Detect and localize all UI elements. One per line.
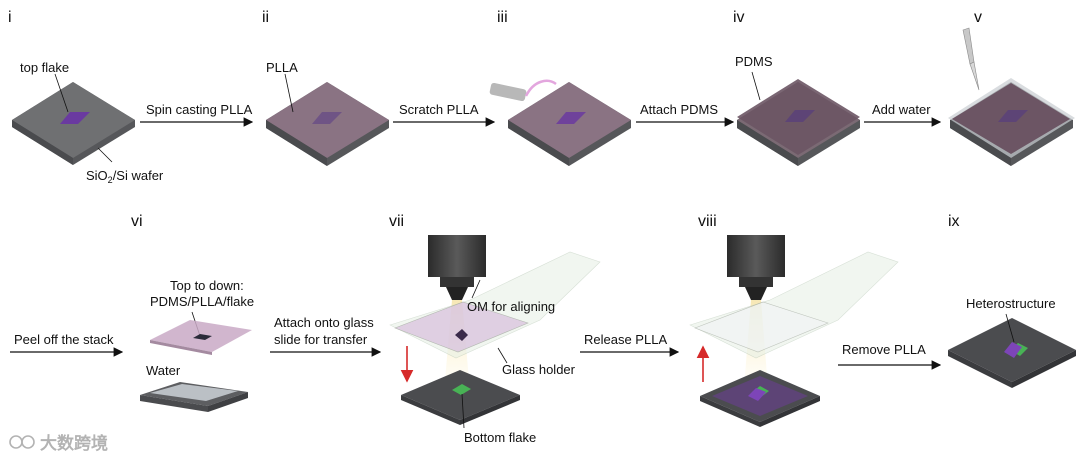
label-glass-holder: Glass holder	[502, 362, 576, 377]
scratch-tool	[489, 79, 557, 102]
wafer-step-ix	[948, 318, 1076, 388]
wafer-step-ii	[266, 82, 389, 166]
objective-lens-viii	[727, 235, 785, 300]
step-numeral-v: v	[974, 9, 982, 26]
label-pdms: PDMS	[735, 54, 773, 69]
step-numeral-iii: iii	[497, 9, 508, 26]
wafer-step-v	[948, 78, 1075, 166]
watermark: 大数跨境	[9, 433, 108, 454]
bottom-wafer-vii	[401, 370, 520, 425]
arrow-label-spin: Spin casting PLLA	[146, 102, 253, 117]
step-numeral-vi: vi	[131, 213, 143, 230]
label-water: Water	[146, 363, 181, 378]
step-numeral-ii: ii	[262, 9, 269, 26]
peeled-stack	[150, 320, 252, 355]
watermark-text: 大数跨境	[40, 433, 108, 454]
step-numeral-ix: ix	[948, 213, 960, 230]
objective-lens-vii	[428, 235, 486, 300]
top-flake-shape	[60, 112, 90, 124]
label-stack-line2: PDMS/PLLA/flake	[150, 294, 254, 309]
watermark-logo-icon	[9, 435, 23, 449]
label-om: OM for aligning	[467, 299, 555, 314]
arrow-label-scratch: Scratch PLLA	[399, 102, 479, 117]
label-heterostructure: Heterostructure	[966, 296, 1056, 311]
arrow-label-remove: Remove PLLA	[842, 342, 926, 357]
label-bottom-flake: Bottom flake	[464, 430, 536, 445]
pipette-icon	[962, 27, 980, 91]
label-wafer: SiO2/Si wafer	[86, 168, 164, 185]
arrow-label-attach-pdms: Attach PDMS	[640, 102, 718, 117]
arrow-label-peel: Peel off the stack	[14, 332, 114, 347]
label-top-flake: top flake	[20, 60, 69, 75]
label-stack-line1: Top to down:	[170, 278, 244, 293]
arrow-label-attach-glass-1: Attach onto glass	[274, 315, 374, 330]
step-numeral-viii: viii	[698, 213, 717, 230]
step-numeral-vii: vii	[389, 213, 404, 230]
wafer-with-water	[140, 382, 248, 412]
glass-holder-viii	[689, 251, 899, 359]
arrow-label-release: Release PLLA	[584, 332, 667, 347]
wafer-step-iii	[508, 82, 631, 166]
wafer-step-iv	[737, 79, 860, 166]
bottom-wafer-viii	[700, 370, 820, 427]
glass-holder-vii	[389, 251, 601, 359]
wafer-step-i	[12, 82, 135, 165]
arrow-label-add-water: Add water	[872, 102, 931, 117]
step-numeral-iv: iv	[733, 9, 745, 26]
arrow-label-attach-glass-2: slide for transfer	[274, 332, 368, 347]
label-plla: PLLA	[266, 60, 298, 75]
step-numeral-i: i	[8, 9, 12, 26]
